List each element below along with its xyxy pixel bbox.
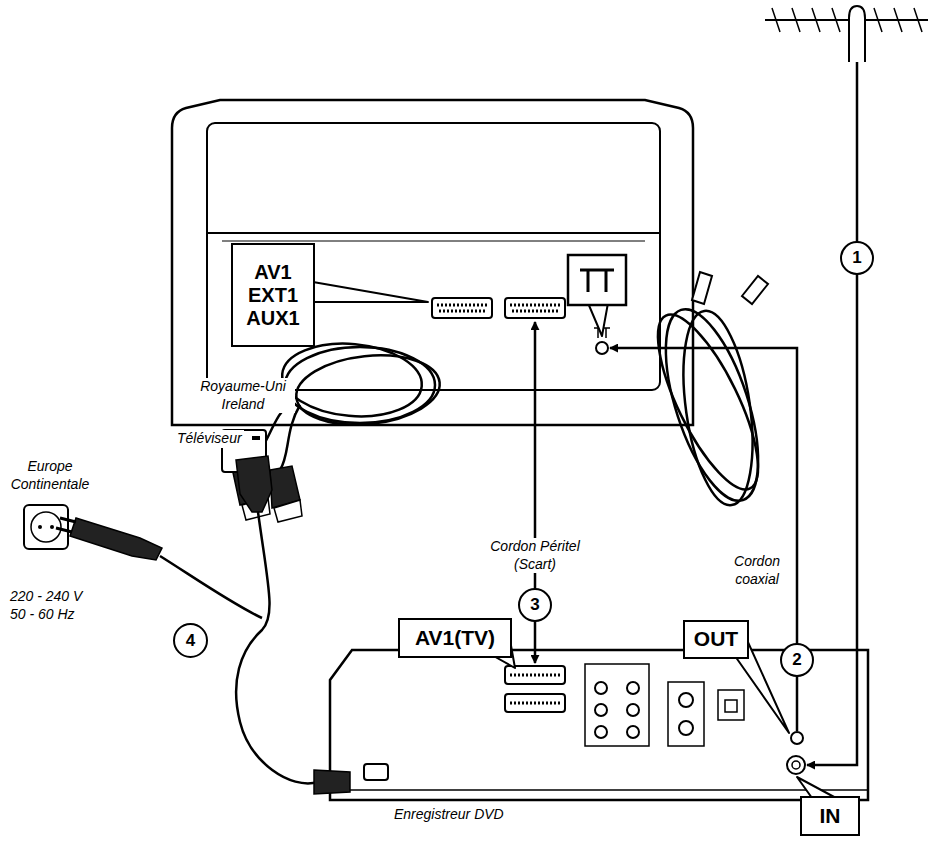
device-name: Téléviseur [175, 430, 244, 448]
appliance-plug [314, 770, 350, 794]
coax-plug [742, 276, 768, 304]
node-text: IN [820, 804, 841, 828]
scart-pins [512, 310, 558, 313]
antenna-symbol [580, 270, 614, 292]
euro-plug-pins [56, 518, 76, 532]
node-text: 2 [792, 650, 801, 670]
connector-callout: OUT [683, 620, 749, 659]
tv-body [172, 100, 693, 425]
antenna-callout-box [568, 255, 626, 305]
node-text: AV1 EXT1 AUX1 [236, 261, 310, 330]
scart-socket [432, 298, 492, 318]
cable-name: Cordon Péritel (Scart) [483, 538, 587, 573]
voltage-rating: 220 - 240 V 50 - 60 Hz [8, 588, 102, 623]
euro-socket-hole [38, 525, 42, 529]
device-name: Enregistreur DVD [392, 806, 506, 824]
euro-plug [70, 518, 162, 560]
scart-socket [505, 666, 565, 684]
uk-socket-slot [252, 436, 260, 440]
callout-number: 2 [780, 643, 814, 677]
rca-jack [595, 726, 607, 738]
scart-socket [505, 694, 565, 712]
tv-panel-step [207, 232, 660, 234]
scart-pins [439, 310, 485, 313]
dvd-recorder-edge [330, 789, 868, 791]
antenna-cable-arrow [807, 62, 857, 765]
coax-arrow [610, 348, 797, 731]
euro-socket-hole [50, 525, 54, 529]
rf-in-socket [792, 761, 800, 769]
rca-jack [595, 704, 607, 716]
callout-tail [313, 282, 428, 302]
cable-name: Cordon coaxial [720, 553, 794, 588]
digital-out-jack [725, 700, 737, 712]
euro-socket [24, 505, 68, 549]
rca-jack [627, 726, 639, 738]
rca-jack [595, 682, 607, 694]
tv-panel [207, 123, 660, 390]
callout-tail [797, 777, 836, 798]
coax-cable [639, 303, 777, 502]
scart-pins [510, 674, 560, 677]
callout-number: 4 [173, 623, 208, 658]
mains-cord [236, 512, 318, 783]
coax-plug [692, 272, 712, 304]
scart-pins [437, 304, 487, 307]
region-name: Europe Continentale [3, 458, 97, 493]
connector-callout: IN [800, 796, 860, 836]
region-name: Royaume-Uni Ireland [191, 378, 295, 413]
antenna-elements [772, 8, 922, 32]
node-text: 1 [852, 248, 861, 268]
rca-jack [627, 704, 639, 716]
digital-out-panel [718, 690, 744, 720]
mains-cord [160, 556, 262, 618]
svideo-jack [679, 693, 693, 707]
uk-plug [236, 456, 272, 512]
scart-socket [505, 298, 565, 318]
antenna-dipole [849, 6, 865, 62]
antenna-socket [596, 342, 608, 354]
tv-panel-step [222, 241, 645, 242]
svideo-panel [668, 682, 704, 746]
callout-number: 1 [840, 241, 874, 275]
power-socket [364, 764, 388, 780]
rf-out-socket [791, 732, 803, 744]
node-text: 3 [530, 595, 539, 615]
callout-tail [588, 303, 608, 336]
connector-callout: AV1(TV) [398, 618, 512, 658]
scart-cable [279, 338, 425, 422]
node-text: OUT [694, 627, 738, 651]
antenna-boom [765, 19, 928, 21]
scart-cable [280, 405, 300, 470]
callout-number: 3 [518, 588, 552, 622]
coax-cable [673, 307, 764, 510]
scart-plug-face [274, 500, 302, 522]
svideo-jack [679, 721, 693, 735]
rca-panel [585, 664, 649, 746]
connector-callout: AV1 EXT1 AUX1 [231, 243, 315, 347]
scart-pins [510, 304, 560, 307]
scart-pins [510, 702, 560, 705]
node-text: AV1(TV) [415, 626, 495, 650]
rf-in-socket [787, 756, 805, 774]
node-text: 4 [186, 631, 195, 651]
rca-jack [627, 682, 639, 694]
